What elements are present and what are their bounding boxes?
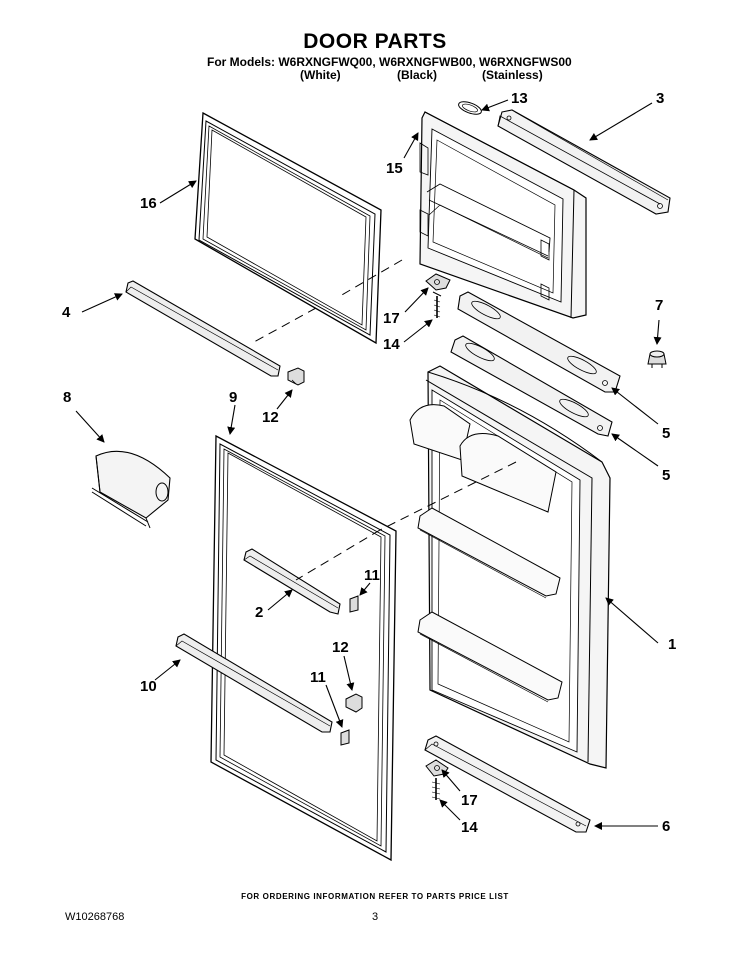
breaker-strip-lower [175,633,333,733]
leader-lines [75,99,662,830]
freezer-door-gasket [194,111,382,345]
freezer-door [419,101,587,319]
clip-11-upper [349,595,359,613]
alignment-lines [253,259,517,581]
callout-9: 9 [229,389,238,406]
variant-black: (Black) [397,68,438,82]
callout-2: 2 [255,604,264,621]
variant-white: (White) [300,68,341,82]
door-trim-upper [457,291,621,393]
hole-plug [647,350,667,368]
callout-17-upper: 17 [383,310,400,327]
door-trim-lower [450,335,613,437]
callout-12-lower: 12 [332,639,349,656]
models-line: For Models: W6RXNGFWQ00, W6RXNGFWB00, W6… [207,55,572,69]
upper-hinge-screw [425,273,451,318]
callout-16: 16 [140,195,157,212]
callout-13: 13 [511,90,528,107]
callout-10: 10 [140,678,157,695]
callout-6: 6 [662,818,671,835]
callout-14-upper: 14 [383,336,400,353]
callout-17-lower: 17 [461,792,478,809]
document-number: W10268768 [65,911,125,923]
freezer-handle [497,109,671,215]
breaker-strip-middle [243,548,341,615]
fresh-food-door-gasket [210,434,397,862]
callout-14-lower: 14 [461,819,478,836]
callout-5-upper: 5 [662,425,671,442]
page-number: 3 [372,911,379,923]
breaker-strip [125,280,281,377]
clip-11-lower [340,729,350,746]
callout-11-upper: 11 [364,567,380,584]
fresh-food-door [409,365,611,769]
callout-15: 15 [386,160,403,177]
callout-4: 4 [62,304,71,321]
ordering-note: FOR ORDERING INFORMATION REFER TO PARTS … [241,892,509,901]
callout-12-upper: 12 [262,409,279,426]
callout-5-lower: 5 [662,467,671,484]
callout-11-lower: 11 [310,669,326,686]
clip-bracket-lower [345,693,363,713]
bottom-hinge-bar [424,735,591,833]
callout-7: 7 [655,297,664,314]
page-title: DOOR PARTS [303,30,447,53]
dairy-door [91,450,171,529]
lower-hinge-screw [425,759,449,800]
callout-1: 1 [668,636,677,653]
clip-bracket-upper [287,367,305,386]
variant-stainless: (Stainless) [482,68,543,82]
callout-3: 3 [656,90,665,107]
callout-8: 8 [63,389,72,406]
